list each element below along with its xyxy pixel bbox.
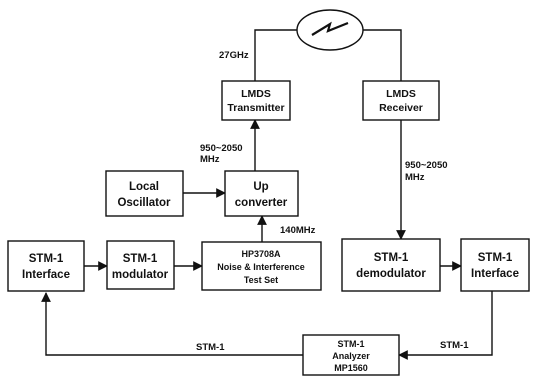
block-label-line: demodulator [356, 268, 426, 280]
block-label-line: LMDS [386, 88, 416, 100]
block-label-line: STM-1 [374, 252, 409, 264]
block-label-line: Local [129, 181, 159, 193]
label-if-tx-line1: 950~2050 [200, 143, 243, 154]
connections [41, 29, 493, 360]
label-140mhz: 140MHz [280, 225, 316, 236]
block-stm1-modulator: STM-1 modulator [106, 240, 175, 290]
block-label-line: Test Set [244, 275, 278, 285]
block-stm1-interface-left: STM-1 Interface [7, 240, 85, 292]
block-label-line: STM-1 [29, 253, 64, 265]
label-stm1-right: STM-1 [440, 340, 469, 351]
block-label-line: MP1560 [334, 363, 368, 373]
block-label-line: Up [253, 181, 268, 193]
block-stm1-analyzer: STM-1 Analyzer MP1560 [302, 334, 400, 376]
block-label-line: STM-1 [123, 253, 158, 265]
block-label-line: converter [235, 197, 288, 209]
block-label-line: modulator [112, 269, 169, 281]
block-label-line: Noise & Interference [217, 262, 305, 272]
label-if-rx-line1: 950~2050 [405, 160, 448, 171]
label-stm1-left: STM-1 [196, 342, 225, 353]
block-label-line: STM-1 [338, 339, 365, 349]
block-label-line: Interface [22, 269, 70, 281]
block-lmds-transmitter: LMDS Transmitter [221, 80, 291, 121]
label-if-rx-line2: MHz [405, 172, 425, 183]
block-label-line: Analyzer [332, 351, 370, 361]
block-up-converter: Up converter [224, 170, 299, 217]
label-27ghz: 27GHz [219, 50, 249, 61]
block-label-line: STM-1 [478, 252, 513, 264]
wire-tx-to-link [254, 29, 297, 81]
block-stm1-interface-right: STM-1 Interface [460, 238, 530, 292]
block-label-line: Oscillator [117, 197, 171, 209]
wireless-link-icon [296, 9, 364, 51]
block-lmds-receiver: LMDS Receiver [362, 80, 440, 121]
block-local-oscillator: Local Oscillator [105, 170, 184, 217]
block-stm1-demodulator: STM-1 demodulator [341, 238, 441, 292]
block-label-line: HP3708A [241, 249, 281, 259]
wire-analyzer-to-iface [41, 292, 303, 356]
wire-iface-to-analyzer [398, 291, 493, 360]
block-hp-test-set: HP3708A Noise & Interference Test Set [201, 241, 322, 291]
block-label-line: Transmitter [227, 102, 284, 114]
wire-link-to-rx [363, 29, 402, 81]
block-label-line: LMDS [241, 88, 271, 100]
block-label-line: Interface [471, 268, 519, 280]
label-if-tx-line2: MHz [200, 154, 220, 165]
block-label-line: Receiver [379, 102, 423, 114]
